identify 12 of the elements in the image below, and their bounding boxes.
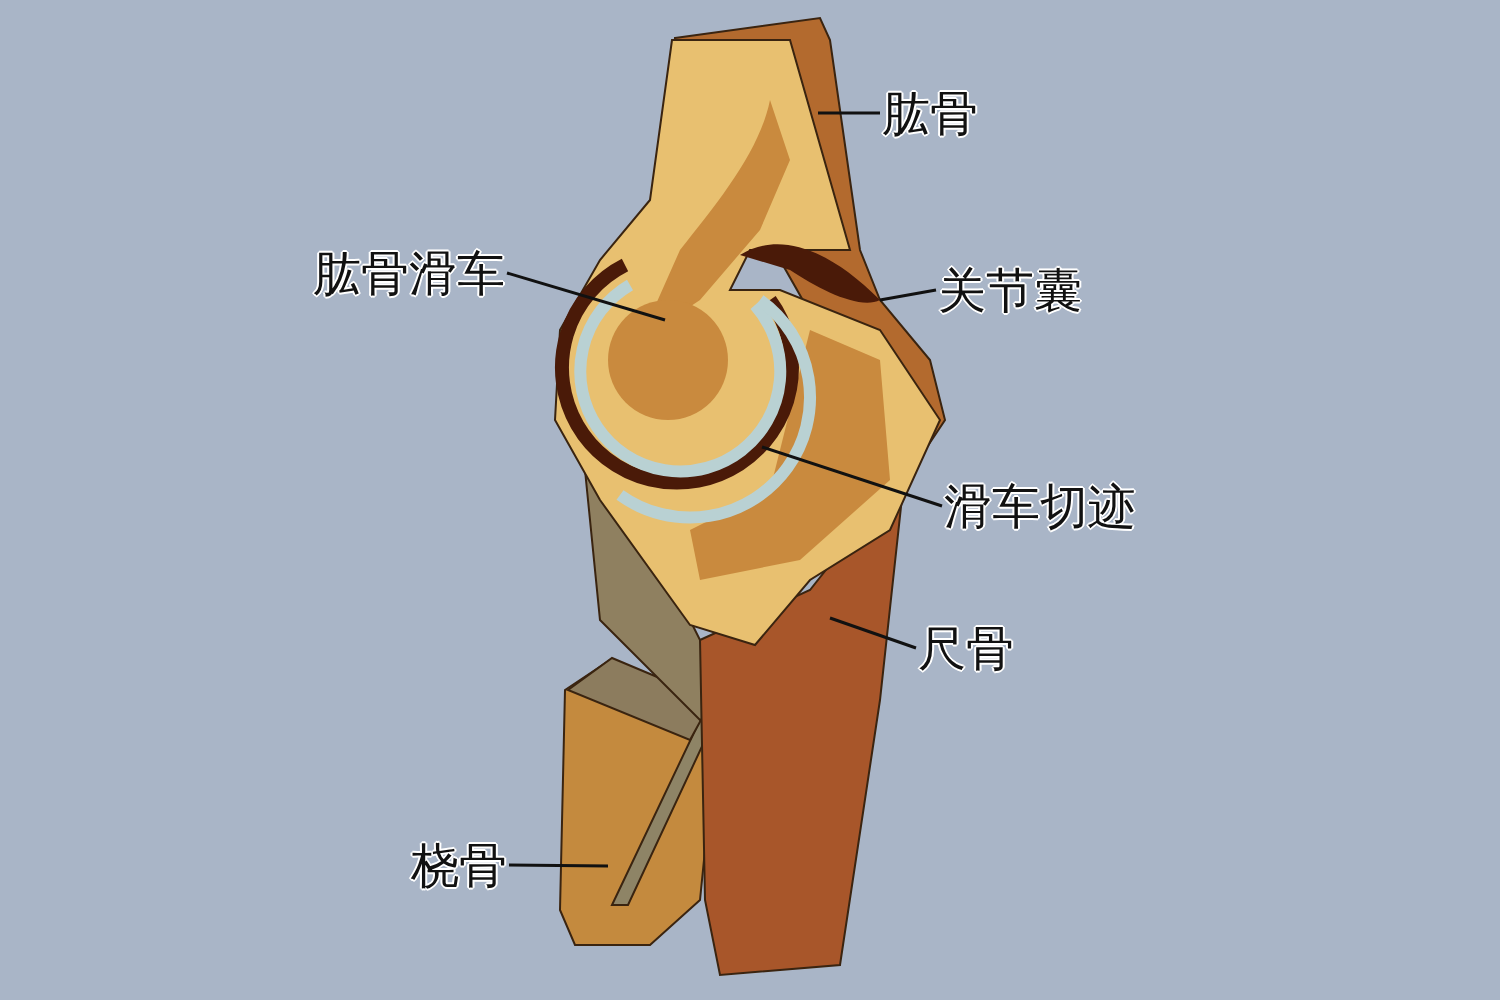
leader-line	[879, 288, 937, 302]
leader-line	[761, 445, 943, 508]
part-label: 桡骨	[411, 837, 507, 893]
part-label: 肱骨滑车	[313, 245, 505, 301]
leader-line	[506, 271, 666, 322]
part-label: 关节囊	[938, 262, 1082, 318]
leader-line	[829, 616, 917, 650]
leader-line	[509, 863, 608, 868]
part-label: 滑车切迹	[944, 478, 1136, 534]
part-label: 肱骨	[882, 85, 978, 141]
leader-line	[818, 111, 880, 115]
part-label: 尺骨	[918, 620, 1014, 676]
